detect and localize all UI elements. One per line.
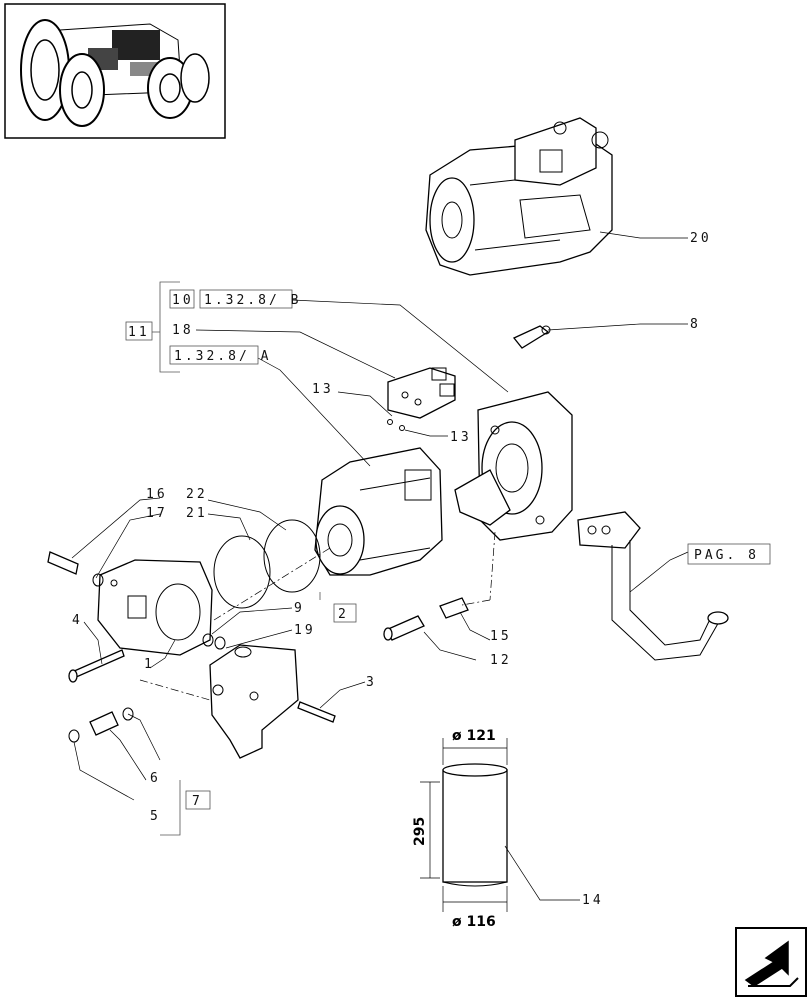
part-4-bolt (68, 649, 125, 683)
callout-13b: 13 (450, 430, 472, 445)
callout-21: 21 (186, 506, 208, 521)
callout-4: 4 (72, 613, 83, 628)
callout-3: 3 (366, 675, 377, 690)
dimension-bottom-diameter: ø 116 (452, 914, 496, 930)
dimension-top-diameter: ø 121 (452, 728, 496, 744)
callout-19: 19 (294, 623, 316, 638)
part-16-sensor (47, 551, 104, 587)
pump-body-center (314, 447, 443, 576)
parts-12-15-connectors (383, 597, 469, 641)
hydraulic-pipe (577, 511, 729, 661)
tractor-thumbnail-icon (4, 3, 226, 139)
callout-1: 1 (144, 657, 155, 672)
part-3-bolt (297, 701, 336, 723)
part-20-hydraulic-pump (425, 117, 613, 276)
callout-12: 12 (490, 653, 512, 668)
callout-10-ref: 1.32.8/ B (204, 293, 301, 308)
next-page-arrow-icon[interactable] (735, 927, 807, 997)
callout-17: 17 (146, 506, 168, 521)
leader-lines (71, 231, 689, 901)
callout-13a: 13 (312, 382, 334, 397)
callout-8: 8 (690, 317, 701, 332)
part-14-filter-cartridge (420, 738, 508, 912)
callout-boxes (125, 289, 771, 810)
pump-end-housing (454, 391, 573, 541)
parts-5-6-fittings (68, 707, 134, 743)
callout-15: 15 (490, 629, 512, 644)
callout-2: 2 (338, 607, 349, 622)
callout-10: 10 (172, 293, 194, 308)
callout-22: 22 (186, 487, 208, 502)
o-rings (213, 519, 321, 609)
callout-14: 14 (582, 893, 604, 908)
callout-1328a: 1.32.8/ A (174, 349, 271, 364)
callout-9: 9 (294, 601, 305, 616)
callout-16: 16 (146, 487, 168, 502)
part-2-valve-body (202, 633, 299, 759)
callout-18: 18 (172, 323, 194, 338)
part-18-valve-block (387, 367, 456, 431)
callout-11: 11 (128, 325, 150, 340)
callout-6: 6 (150, 771, 161, 786)
part-8-fitting (512, 325, 551, 349)
part-1-auxiliary-pump (97, 559, 213, 656)
callout-7: 7 (192, 794, 203, 809)
callout-pag8: PAG. 8 (694, 548, 759, 563)
callout-5: 5 (150, 809, 161, 824)
callout-20: 20 (690, 231, 712, 246)
dimension-height: 295 (412, 817, 428, 846)
